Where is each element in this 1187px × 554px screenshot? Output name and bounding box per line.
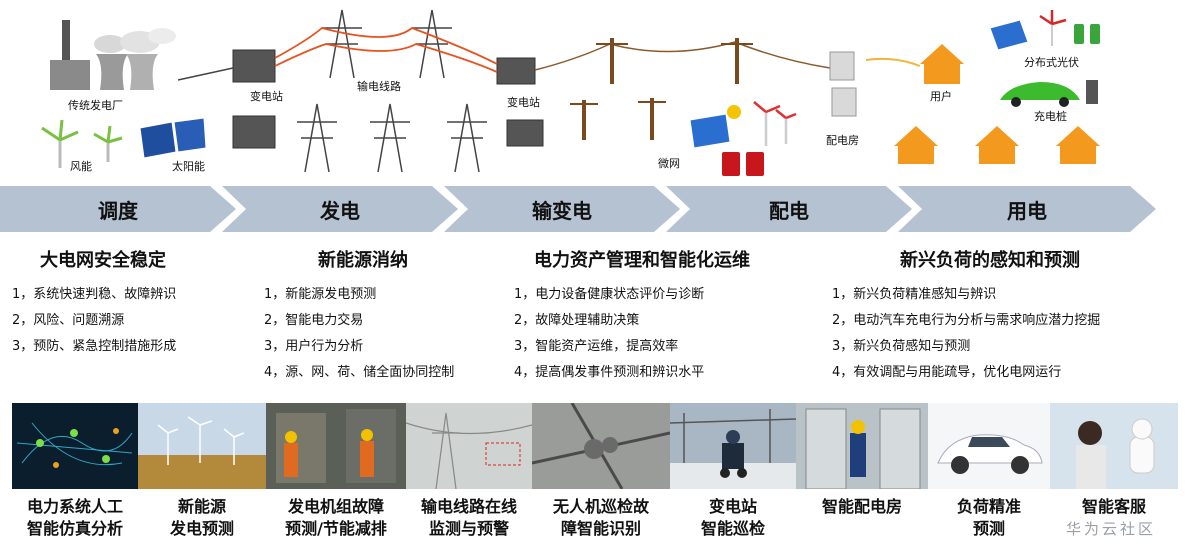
- list-item: 4，提高偶发事件预测和辨识水平: [514, 365, 705, 380]
- caption-line-monitoring: 输电线路在线监测与预警: [420, 497, 517, 538]
- list-item: 1，系统快速判稳、故障辨识: [12, 287, 177, 302]
- column-grid-stability: 大电网安全稳定 1，系统快速判稳、故障辨识 2，风险、问题溯源 3，预防、紧急控…: [12, 246, 176, 360]
- transmission-tower-icon: [297, 9, 487, 173]
- photo-electric-vehicle: [928, 403, 1050, 489]
- list-item: 2，故障处理辅助决策: [514, 313, 640, 328]
- substation-label-1: 变电站: [250, 90, 283, 103]
- caption-distribution-room: 智能配电房: [821, 497, 902, 516]
- process-flow: 调度 发电 输变电 配电 用电: [0, 186, 1187, 232]
- power-plant-label: 传统发电厂: [68, 99, 123, 112]
- charging-pile-icon: [1000, 80, 1098, 107]
- photo-ai-simulation: [12, 403, 138, 489]
- watermark: 华为云社区: [1066, 520, 1157, 538]
- list-item: 3，预防、紧急控制措施形成: [12, 339, 177, 354]
- photo-generator-maintenance: [266, 403, 406, 489]
- photo-transmission-monitoring: [406, 403, 532, 489]
- wind-label: 风能: [70, 160, 92, 173]
- solar-label: 太阳能: [172, 160, 205, 173]
- stage-transmission: 输变电: [444, 186, 680, 232]
- distribution-room-label: 配电房: [826, 134, 859, 147]
- distributed-pv-label: 分布式光伏: [1024, 56, 1079, 69]
- stage-generation: 发电: [222, 186, 458, 232]
- user-label: 用户: [930, 90, 952, 103]
- caption-renewable-forecast: 新能源发电预测: [169, 497, 234, 538]
- stage-dispatch: 调度: [0, 186, 236, 232]
- power-grid-illustration: 传统发电厂 风能 太阳能 变电站 输电线路 变电站 微网 配电房 用户 分布式光…: [0, 0, 1187, 185]
- column-title: 新兴负荷的感知和预测: [900, 250, 1080, 271]
- substation-label-2: 变电站: [507, 96, 540, 109]
- power-line: [274, 26, 498, 73]
- column-title: 新能源消纳: [318, 250, 408, 271]
- caption-load-forecast: 负荷精准预测: [956, 497, 1021, 538]
- list-item: 3，用户行为分析: [264, 339, 364, 354]
- list-item: 1，电力设备健康状态评价与诊断: [514, 287, 705, 302]
- list-item: 1，新兴负荷精准感知与辨识: [832, 287, 997, 302]
- microgrid-icon: [689, 101, 797, 176]
- photo-substation-robot: [670, 403, 796, 489]
- column-title: 电力资产管理和智能化运维: [534, 250, 750, 271]
- solar-panel-icon: [139, 117, 207, 159]
- list-item: 2，电动汽车充电行为分析与需求响应潜力挖掘: [832, 313, 1101, 328]
- wind-turbine-icon: [41, 119, 123, 168]
- column-title: 大电网安全稳定: [40, 250, 166, 271]
- list-item: 2，风险、问题溯源: [12, 313, 125, 328]
- list-item: 2，智能电力交易: [264, 313, 364, 328]
- microgrid-label: 微网: [658, 157, 680, 170]
- charging-pile-label: 充电桩: [1034, 110, 1067, 123]
- house-icon: [894, 44, 1100, 164]
- utility-pole-icon: [570, 38, 753, 140]
- stage-distribution: 配电: [666, 186, 912, 232]
- substation-icon: [232, 49, 544, 149]
- column-load-forecast: 新兴负荷的感知和预测 1，新兴负荷精准感知与辨识 2，电动汽车充电行为分析与需求…: [832, 246, 1100, 386]
- distribution-room-icon: [829, 51, 857, 117]
- caption-drone-inspection: 无人机巡检故障智能识别: [552, 497, 649, 538]
- list-item: 3，新兴负荷感知与预测: [832, 339, 971, 354]
- caption-smart-service: 智能客服: [1081, 497, 1146, 516]
- caption-substation-inspection: 变电站智能巡检: [700, 497, 765, 538]
- distributed-pv-icon: [989, 10, 1100, 51]
- caption-generator-fault: 发电机组故障预测/节能减排: [285, 497, 387, 538]
- power-grid-scene: [41, 9, 1100, 176]
- photo-distribution-room: [796, 403, 928, 489]
- power-plant-icon: [50, 20, 176, 90]
- photo-wind-farm: [138, 403, 266, 489]
- photo-smart-service: [1050, 403, 1178, 489]
- list-item: 4，有效调配与用能疏导，优化电网运行: [832, 365, 1062, 380]
- transmission-line-label: 输电线路: [357, 80, 401, 93]
- list-item: 3，智能资产运维，提高效率: [514, 339, 679, 354]
- caption-ai-simulation: 电力系统人工智能仿真分析: [26, 497, 123, 538]
- list-item: 1，新能源发电预测: [264, 287, 377, 302]
- list-item: 4，源、网、荷、储全面协同控制: [264, 365, 455, 380]
- photo-drone-inspection: [532, 403, 670, 489]
- column-asset-management: 电力资产管理和智能化运维 1，电力设备健康状态评价与诊断 2，故障处理辅助决策 …: [514, 246, 750, 386]
- column-renewable: 新能源消纳 1，新能源发电预测 2，智能电力交易 3，用户行为分析 4，源、网、…: [264, 246, 454, 386]
- stage-consumption: 用电: [898, 186, 1156, 232]
